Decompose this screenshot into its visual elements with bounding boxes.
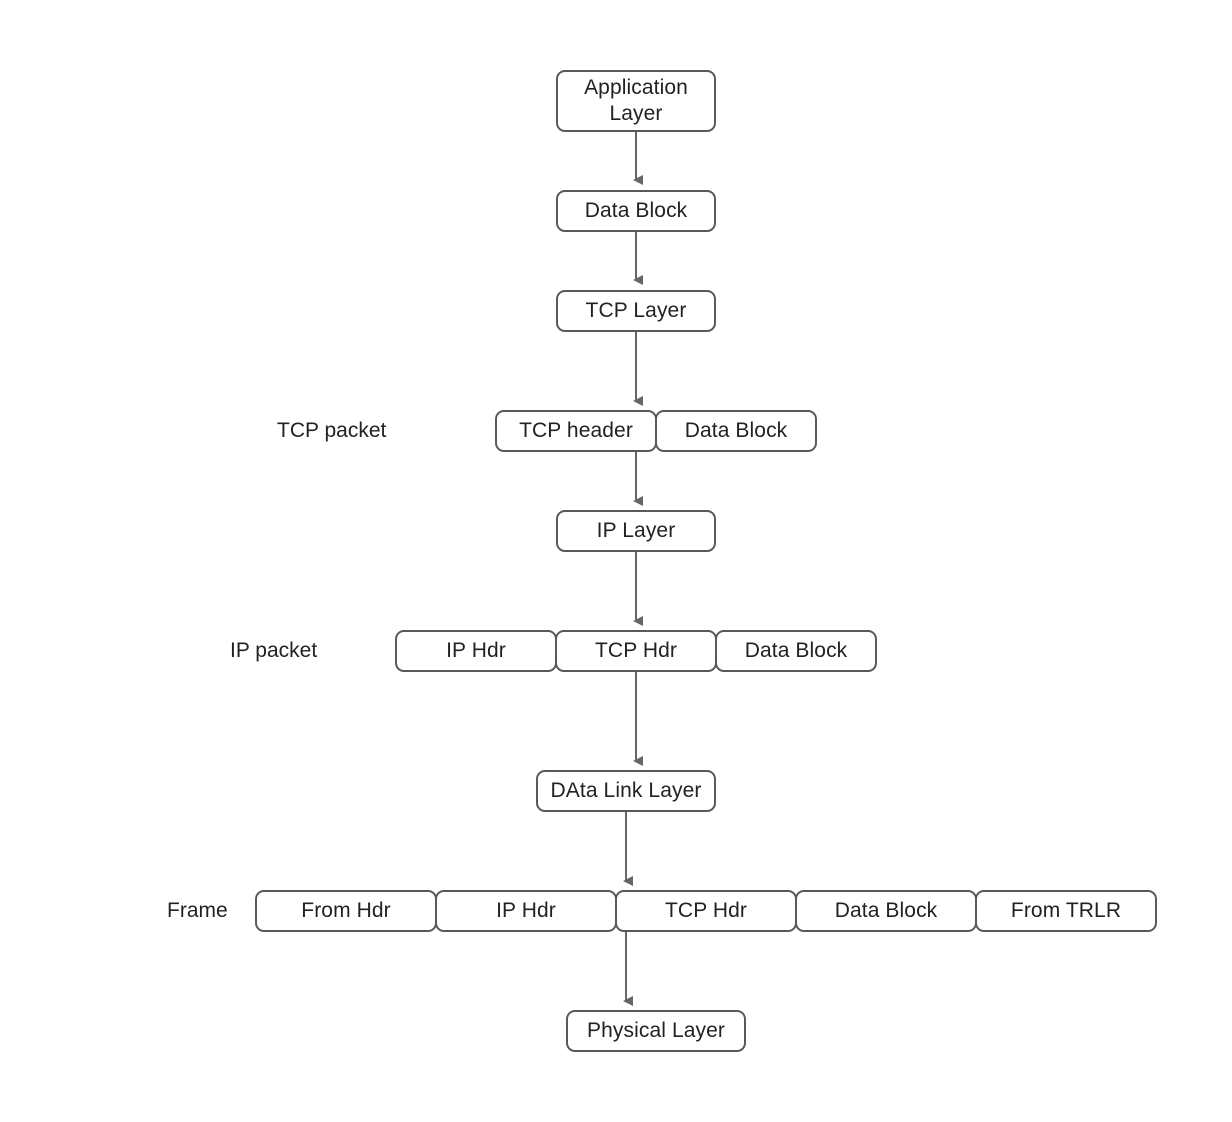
node-application-layer[interactable]: Application Layer: [556, 70, 716, 132]
frame-segment-data-block[interactable]: Data Block: [795, 890, 977, 932]
frame-segment-tcp-hdr[interactable]: TCP Hdr: [615, 890, 797, 932]
row-label-frame: Frame: [167, 899, 228, 922]
frame-segment-from-trlr[interactable]: From TRLR: [975, 890, 1157, 932]
ip-packet-segment-tcp-hdr[interactable]: TCP Hdr: [555, 630, 717, 672]
frame-segment-from-hdr[interactable]: From Hdr: [255, 890, 437, 932]
ip-packet-segment-data-block[interactable]: Data Block: [715, 630, 877, 672]
node-ip-layer[interactable]: IP Layer: [556, 510, 716, 552]
node-tcp-layer[interactable]: TCP Layer: [556, 290, 716, 332]
tcp-packet-segment-data-block[interactable]: Data Block: [655, 410, 817, 452]
node-data-block[interactable]: Data Block: [556, 190, 716, 232]
row-label-ip-packet: IP packet: [230, 639, 318, 662]
node-physical-layer[interactable]: Physical Layer: [566, 1010, 746, 1052]
ip-packet-segment-ip-hdr[interactable]: IP Hdr: [395, 630, 557, 672]
frame-segment-ip-hdr[interactable]: IP Hdr: [435, 890, 617, 932]
tcp-packet-segment-tcp-header[interactable]: TCP header: [495, 410, 657, 452]
row-label-tcp-packet: TCP packet: [277, 419, 387, 442]
node-data-link-layer[interactable]: DAta Link Layer: [536, 770, 716, 812]
